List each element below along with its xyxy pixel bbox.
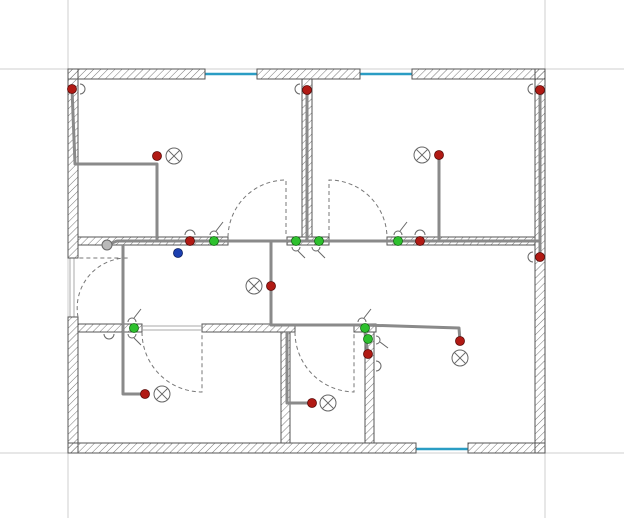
door-swing bbox=[141, 331, 203, 393]
switch-icon bbox=[209, 236, 219, 246]
wall-left-lower bbox=[67, 316, 79, 454]
door-swing bbox=[328, 179, 388, 238]
wall-outlet-symbol bbox=[527, 251, 534, 263]
entrance-opening bbox=[69, 258, 75, 317]
wall-top-1 bbox=[67, 68, 206, 80]
socket-icon bbox=[415, 236, 425, 246]
socket-icon bbox=[266, 281, 276, 291]
wire-room-left bbox=[70, 88, 159, 241]
socket-icon bbox=[434, 150, 444, 160]
wiring bbox=[70, 88, 542, 405]
wall-outlet-symbol bbox=[184, 229, 196, 236]
windows bbox=[205, 72, 468, 451]
switch-icon bbox=[291, 236, 301, 246]
switch-icon bbox=[360, 323, 370, 333]
switch-symbol bbox=[127, 308, 142, 323]
switch-symbol bbox=[393, 221, 408, 236]
wall-bottom-2 bbox=[467, 442, 546, 454]
wire-lower-left bbox=[121, 245, 145, 396]
wall-low-h-2 bbox=[201, 323, 296, 333]
wall-outlet-symbol bbox=[79, 83, 86, 95]
socket-icon bbox=[302, 85, 312, 95]
ceiling-lights bbox=[153, 146, 469, 412]
socket-icon bbox=[67, 84, 77, 94]
switch-icon bbox=[129, 323, 139, 333]
wall-low-v-2 bbox=[364, 331, 375, 444]
switch-icon bbox=[393, 236, 403, 246]
wall-low-h-1 bbox=[77, 323, 143, 333]
socket-icon bbox=[535, 252, 545, 262]
wall-bottom-1 bbox=[67, 442, 417, 454]
switch-icon bbox=[314, 236, 324, 246]
door-swing bbox=[227, 179, 287, 238]
wall-top-3 bbox=[411, 68, 546, 80]
door-swing bbox=[76, 257, 129, 318]
wall-outlet-symbol bbox=[294, 83, 301, 95]
wire-bath bbox=[285, 332, 312, 405]
wall-outlet-symbol bbox=[103, 333, 115, 340]
switch-symbol bbox=[375, 335, 389, 349]
ceiling-light-icon bbox=[165, 147, 183, 165]
ceiling-light-icon bbox=[319, 394, 337, 412]
ceiling-light-icon bbox=[245, 277, 263, 295]
socket-icon bbox=[307, 398, 317, 408]
switch-icon bbox=[363, 334, 373, 344]
ceiling-light-icon bbox=[451, 349, 469, 367]
junction-box-icon bbox=[173, 248, 183, 258]
wall-outlet-symbol bbox=[414, 229, 426, 236]
wall-top-2 bbox=[256, 68, 361, 80]
wall-outlet-symbol bbox=[527, 83, 534, 95]
switches bbox=[129, 236, 403, 344]
door-swing bbox=[294, 331, 355, 393]
ceiling-light-icon bbox=[153, 385, 171, 403]
socket-icon bbox=[140, 389, 150, 399]
switch-symbol bbox=[209, 221, 224, 236]
switch-symbol bbox=[311, 246, 326, 259]
socket-icon bbox=[185, 236, 195, 246]
socket-icon bbox=[363, 349, 373, 359]
socket-icon bbox=[152, 151, 162, 161]
socket-icon bbox=[535, 85, 545, 95]
socket-icon bbox=[455, 336, 465, 346]
switch-symbol bbox=[127, 333, 142, 346]
distribution-box-icon bbox=[101, 239, 113, 251]
ceiling-light-icon bbox=[413, 146, 431, 164]
switch-symbol bbox=[291, 246, 306, 259]
wall-symbols bbox=[79, 83, 534, 372]
door-gap-lines bbox=[142, 325, 202, 331]
sockets bbox=[67, 84, 545, 408]
switch-symbol bbox=[357, 308, 372, 323]
wall-outlet-symbol bbox=[375, 360, 382, 372]
